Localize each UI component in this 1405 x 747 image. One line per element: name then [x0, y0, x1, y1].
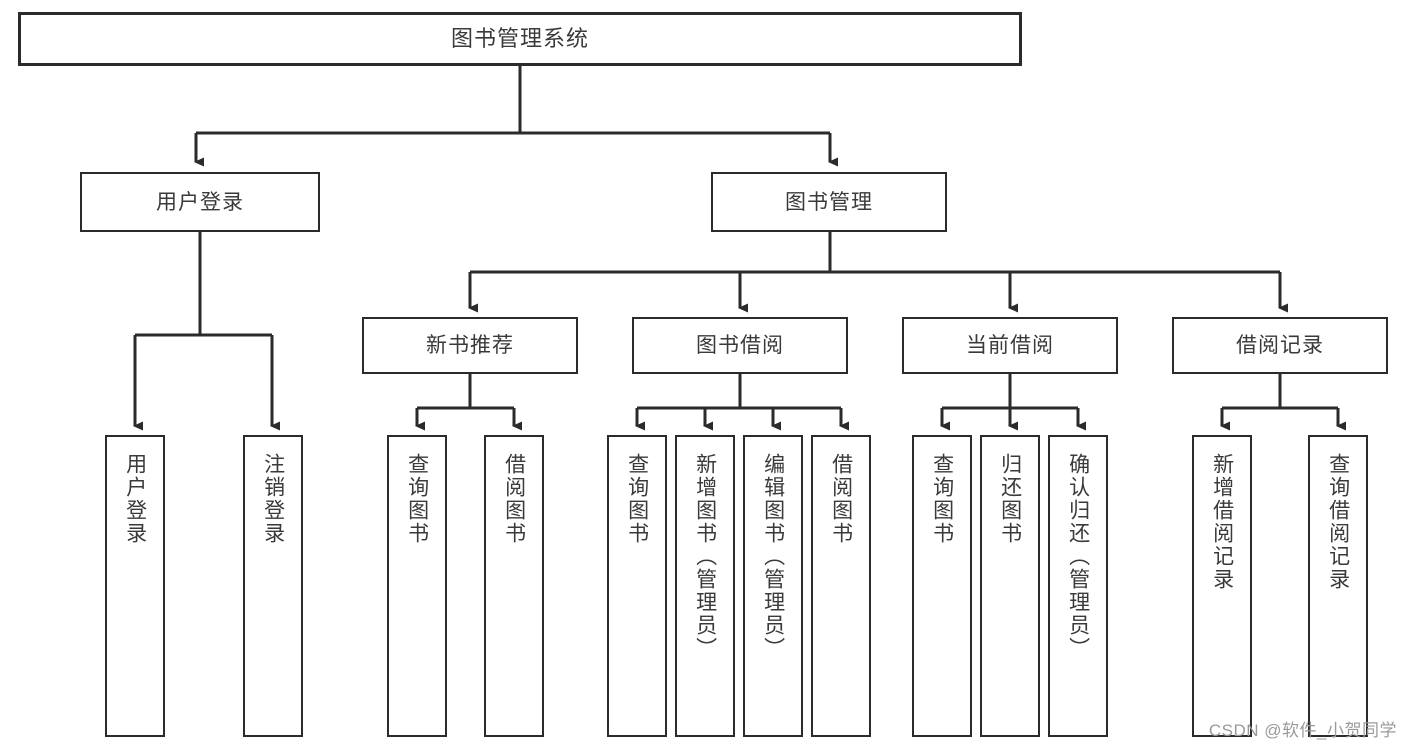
- node-label: 查询借阅记录: [1326, 453, 1350, 591]
- node-new-book-recommend[interactable]: 新书推荐: [362, 317, 578, 374]
- leaf-user-login[interactable]: 用户登录: [105, 435, 165, 737]
- leaf-query-book-borrow[interactable]: 查询图书: [607, 435, 667, 737]
- node-label: 归还图书: [998, 453, 1022, 545]
- node-label: 当前借阅: [966, 334, 1054, 357]
- node-label: 新增图书（管理员）: [693, 453, 717, 660]
- leaf-return-book[interactable]: 归还图书: [980, 435, 1040, 737]
- leaf-edit-book-admin[interactable]: 编辑图书（管理员）: [743, 435, 803, 737]
- node-label: 编辑图书（管理员）: [761, 453, 785, 660]
- node-label: 注销登录: [261, 453, 285, 545]
- node-label: 借阅图书: [502, 453, 526, 545]
- leaf-query-borrow-record[interactable]: 查询借阅记录: [1308, 435, 1368, 737]
- node-book-borrow[interactable]: 图书借阅: [632, 317, 848, 374]
- node-label: 借阅图书: [829, 453, 853, 545]
- node-label: 查询图书: [930, 453, 954, 545]
- watermark: CSDN @软件_小贺同学: [1208, 721, 1397, 740]
- node-root-book-management-system[interactable]: 图书管理系统: [18, 12, 1022, 66]
- node-user-login[interactable]: 用户登录: [80, 172, 320, 232]
- node-label: 新增借阅记录: [1210, 453, 1234, 591]
- leaf-query-book-recommend[interactable]: 查询图书: [387, 435, 447, 737]
- node-borrow-record[interactable]: 借阅记录: [1172, 317, 1388, 374]
- leaf-logout-login[interactable]: 注销登录: [243, 435, 303, 737]
- leaf-add-book-admin[interactable]: 新增图书（管理员）: [675, 435, 735, 737]
- node-book-management[interactable]: 图书管理: [711, 172, 947, 232]
- node-label: 查询图书: [625, 453, 649, 545]
- leaf-query-book-current[interactable]: 查询图书: [912, 435, 972, 737]
- node-label: 借阅记录: [1236, 334, 1324, 357]
- node-label: 用户登录: [123, 453, 147, 545]
- node-label: 图书借阅: [696, 334, 784, 357]
- node-label: 新书推荐: [426, 334, 514, 357]
- node-label: 查询图书: [405, 453, 429, 545]
- leaf-add-borrow-record[interactable]: 新增借阅记录: [1192, 435, 1252, 737]
- node-label: 图书管理系统: [450, 26, 589, 51]
- leaf-confirm-return-admin[interactable]: 确认归还（管理员）: [1048, 435, 1108, 737]
- leaf-borrow-book-recommend[interactable]: 借阅图书: [484, 435, 544, 737]
- node-current-borrow[interactable]: 当前借阅: [902, 317, 1118, 374]
- node-label: 用户登录: [156, 190, 244, 214]
- node-label: 确认归还（管理员）: [1066, 453, 1090, 660]
- node-label: 图书管理: [785, 190, 873, 214]
- leaf-borrow-book[interactable]: 借阅图书: [811, 435, 871, 737]
